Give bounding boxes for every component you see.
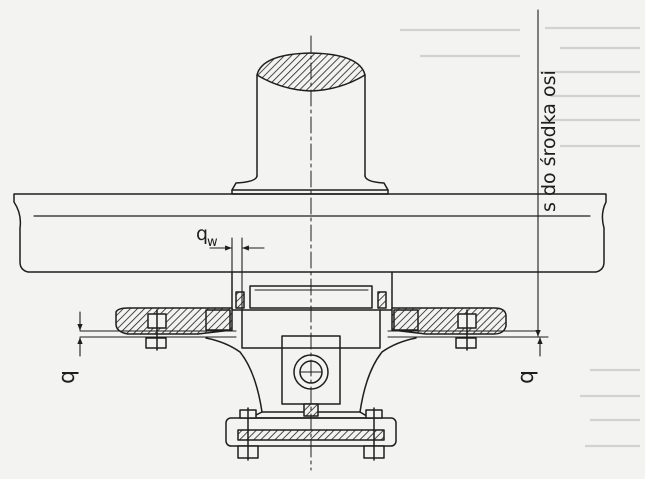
right-bolt-head-bottom	[455, 337, 477, 349]
axle-shaft	[231, 52, 389, 195]
s-dimension-label: s do środka osi	[538, 70, 560, 212]
axle-box	[231, 271, 393, 311]
s-dimension	[531, 9, 549, 338]
bleed-through-background	[400, 26, 640, 448]
qw-label: q w	[196, 223, 218, 250]
right-bracket	[387, 307, 541, 351]
qw-dimension	[209, 237, 265, 311]
left-bolt-head-bottom	[145, 337, 167, 349]
left-bracket	[79, 307, 237, 351]
q-right-label: q	[514, 370, 539, 384]
qw-label-main: q	[196, 223, 208, 245]
wheel	[13, 193, 607, 273]
qw-label-subscript: w	[207, 235, 218, 250]
q-left-label: q	[55, 370, 80, 384]
